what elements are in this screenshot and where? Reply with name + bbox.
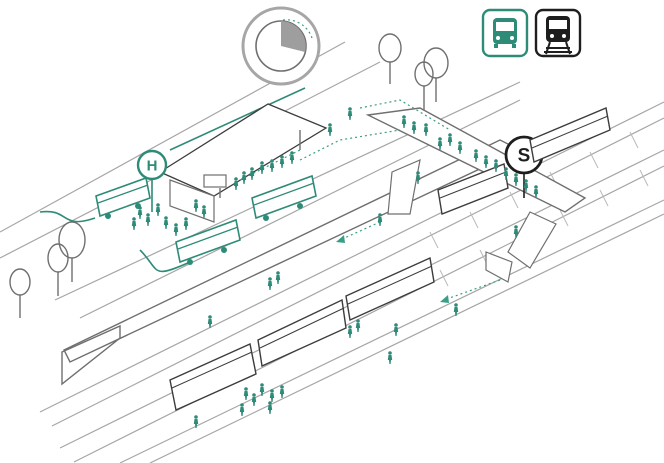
tree-icon — [58, 221, 86, 282]
person-icon — [523, 179, 529, 192]
person-icon — [411, 121, 417, 134]
person-icon — [207, 315, 213, 328]
person-icon — [163, 216, 169, 229]
person-icon — [327, 123, 333, 136]
person-icon — [239, 403, 245, 416]
person-icon — [249, 167, 255, 180]
person-icon — [533, 185, 539, 198]
train — [437, 107, 611, 215]
bus-stop-sign: H — [136, 149, 168, 212]
person-icon — [483, 155, 489, 168]
person-icon — [377, 213, 383, 226]
person-icon — [279, 155, 285, 168]
tree-icon — [47, 243, 69, 296]
person-icon — [493, 159, 499, 172]
tree-icon — [9, 268, 31, 318]
rail-tracks — [39, 101, 664, 463]
person-icon — [193, 415, 199, 428]
person-icon — [393, 323, 399, 336]
pedestrians — [131, 107, 539, 428]
rail-station-letter: S — [518, 146, 531, 167]
person-icon — [503, 167, 509, 180]
bus — [175, 218, 241, 265]
person-icon — [347, 325, 353, 338]
person-icon — [259, 383, 265, 396]
tree-icon — [414, 61, 434, 110]
person-icon — [401, 115, 407, 128]
clock-icon — [241, 6, 321, 86]
person-icon — [201, 205, 207, 218]
tree-icon — [423, 47, 449, 102]
person-icon — [269, 159, 275, 172]
person-icon — [131, 217, 137, 230]
person-icon — [233, 177, 239, 190]
bus-stop-letter: H — [147, 158, 158, 175]
person-icon — [193, 199, 199, 212]
person-icon — [275, 271, 281, 284]
person-icon — [423, 123, 429, 136]
person-icon — [251, 393, 257, 406]
person-icon — [279, 385, 285, 398]
bus — [251, 174, 317, 221]
person-icon — [473, 149, 479, 162]
person-icon — [457, 141, 463, 154]
train — [169, 256, 435, 411]
person-icon — [137, 206, 143, 219]
tree-icon — [378, 33, 402, 84]
person-icon — [513, 173, 519, 186]
person-icon — [453, 303, 459, 316]
person-icon — [145, 213, 151, 226]
person-icon — [269, 389, 275, 402]
person-icon — [267, 401, 273, 414]
person-icon — [155, 203, 161, 216]
person-icon — [415, 171, 421, 184]
person-icon — [513, 225, 519, 238]
trees — [9, 33, 449, 318]
person-icon — [347, 107, 353, 120]
train-icon — [534, 8, 582, 58]
person-icon — [289, 151, 295, 164]
person-icon — [241, 171, 247, 184]
person-icon — [259, 161, 265, 174]
person-icon — [183, 217, 189, 230]
person-icon — [355, 319, 361, 332]
street-lines — [0, 41, 521, 319]
bus-icon — [481, 8, 529, 58]
person-icon — [243, 387, 249, 400]
bus — [95, 176, 151, 219]
person-icon — [267, 277, 273, 290]
person-icon — [437, 137, 443, 150]
person-icon — [173, 223, 179, 236]
person-icon — [447, 133, 453, 146]
person-icon — [387, 351, 393, 364]
